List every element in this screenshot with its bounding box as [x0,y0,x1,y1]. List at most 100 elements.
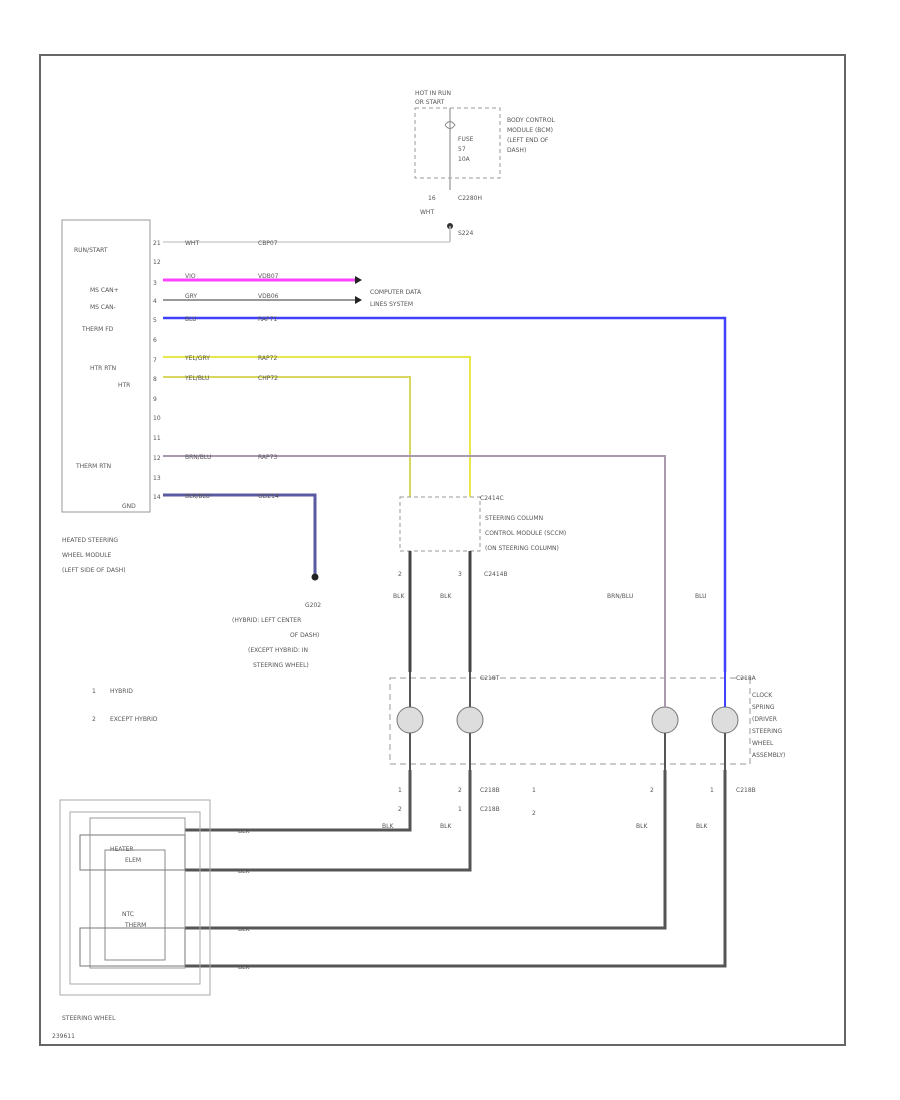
steering-element-frame [89,817,186,969]
pin-label-ms-can-plus: MS CAN+ [90,287,119,294]
pin-label-gnd: GND [122,503,136,510]
sccm-conn-top: C2414C [480,495,504,502]
sensor-label-2: THERM [124,922,146,929]
steering-inner-box [69,811,201,985]
arrow-can-plus [355,276,362,284]
g202-label-3: OF DASH) [290,632,319,639]
cs-conn-top-b: C218A [736,675,757,682]
wire-htr-rtn [163,356,471,497]
sensor-label-1: NTC [122,911,134,918]
sccm-conn-bottom: C2414B [484,571,508,578]
wire-blk-a: BLK [382,823,394,830]
pin-num: 12 [153,455,161,462]
wire-blk-b: BLK [440,823,452,830]
legend-text-2: EXCEPT HYBRID [110,716,158,723]
wire-to-therm-b [185,770,727,968]
legend-num-2: 2 [92,716,96,723]
hsw-title-3: (LEFT SIDE OF DASH) [62,567,126,574]
cs-pin-brn: 2 [650,787,654,794]
wire-to-heater-b [185,770,472,872]
wire-blk-e: BLK [238,828,250,835]
wire-to-therm-a [185,770,667,930]
wire-blk-d: BLK [696,823,708,830]
pin-label-htr: HTR [118,382,130,389]
cs-title-3: (DRIVER [752,716,777,723]
pin-num: 8 [153,376,157,383]
wire-blk-g: BLK [238,926,250,933]
wire-color: BLK/BLU [185,493,210,500]
hsw-pin-numbers: 21 12 3 4 5 6 7 8 9 10 11 12 13 14 [153,240,161,501]
wire-circuit: VDB07 [258,273,279,280]
therm-element [79,927,186,967]
wire-color: WHT [185,240,199,247]
pin-num: 6 [153,337,157,344]
diagram-code: 239611 [52,1033,75,1040]
arrow-can-minus [355,296,362,304]
pin-label-therm-rtn: THERM RTN [75,463,111,470]
bcm-box [414,107,501,179]
cs-row2-pin-b: 1 [458,806,462,813]
clockspring-pass-wires [409,672,726,770]
cs-pin-blu: 1 [710,787,714,794]
clockspring-box [389,677,751,765]
cs-conn-right: C218B [736,787,756,794]
cs-conn-top-a: C218T [480,675,500,682]
heater-element [79,834,186,871]
fuse-label-1: FUSE [458,136,474,143]
pin-label-ms-can-minus: MS CAN- [90,304,116,311]
wire-color: BRN/BLU [185,454,211,461]
cs-row1-mark: 1 [532,787,536,794]
pin-num: 5 [153,317,157,324]
wire-circuit: RAP71 [258,316,277,323]
g202-label-2: (HYBRID: LEFT CENTER [232,617,301,624]
cs-row2-pin-a: 2 [398,806,402,813]
wire-circuit: CBP07 [258,240,278,247]
bcm-label-3: (LEFT END OF [507,137,549,144]
sccm-box [399,496,481,552]
sccm-title-2: CONTROL MODULE (SCCM) [485,530,566,537]
steering-outer-box [59,799,211,996]
coil-icon [456,706,484,734]
cs-title-4: STEERING [752,728,782,735]
g202-label-4: (EXCEPT HYBRID: IN [248,647,308,654]
splice-top-label: S224 [458,230,473,237]
fuse-label-2: 57 [458,146,466,153]
wire-blk-h: BLK [238,964,250,971]
wire-color: VIO [185,273,196,280]
bcm-label-2: MODULE (BCM) [507,127,553,134]
hsw-title-1: HEATED STEERING [62,537,118,544]
pin-label-run-start: RUN/START [74,247,108,254]
cs-row1-pin-a: 1 [398,787,402,794]
wire-color: GRY [185,293,197,300]
wire-label-blu: BLU [695,593,707,600]
sccm-pin-left: 2 [398,571,402,578]
wire-circuit: RAP73 [258,454,277,461]
fuse-label-3: 10A [458,156,471,163]
g202-label-1: G202 [305,602,321,609]
pin-num: 7 [153,357,157,364]
fuse-icon [444,121,456,129]
wire-therm-rtn [163,455,666,672]
sensor-frame [104,849,166,961]
cs-title-1: CLOCK [752,692,773,699]
cs-title-2: SPRING [752,704,775,711]
wire-color: YEL/GRY [184,355,210,362]
pin-num: 9 [153,396,157,403]
g202-label-5: STEERING WHEEL) [253,662,309,669]
heater-label-2: ELEM [125,857,141,864]
clockspring-coils [396,706,739,734]
wire-therm-fd [163,316,727,672]
cs-row2-conn: C218B [480,806,500,813]
bcm-label-4: DASH) [507,147,526,154]
cs-row2-mark: 2 [532,810,536,817]
wire-label-blk-2: BLK [440,593,452,600]
pin-num: 10 [153,415,161,422]
wire-circuit: CHP72 [258,375,278,382]
coil-icon [651,706,679,734]
wire-gnd [163,493,317,575]
hsw-pin-labels: RUN/START MS CAN+ MS CAN- THERM FD HTR R… [74,247,136,510]
bcm-label-1: BODY CONTROL [507,117,556,124]
pin-label-htr-rtn: HTR RTN [90,365,116,372]
diagram-border [39,54,846,1046]
